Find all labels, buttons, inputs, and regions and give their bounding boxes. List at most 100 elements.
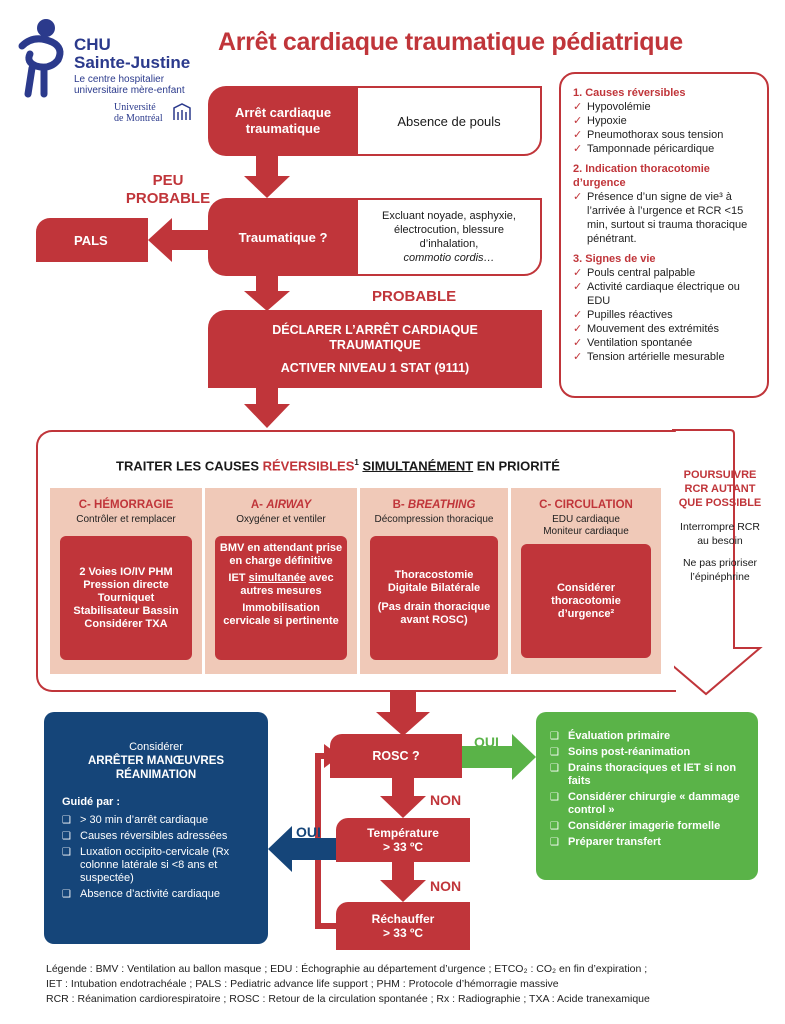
side-t1: Interrompre RCR au besoin [680,521,760,547]
list-item: Préparer transfert [548,836,746,849]
list-item: Tension artérielle mesurable [573,350,759,364]
list-item: Considérer imagerie formelle [548,820,746,833]
stop-pre: Considérer [129,741,183,753]
col-box: Thoracostomie Digitale Bilatérale (Pas d… [370,536,498,660]
logo-tagline2: universitaire mère-enfant [74,85,185,96]
arrow-pals-head [148,218,172,262]
start-desc-box: Absence de pouls [356,86,542,156]
col-sub: Décompression thoracique [374,514,494,525]
arrow-rosc-shaft [390,692,416,714]
pals-box: PALS [36,218,148,262]
post-rosc-box: Évaluation primaire Soins post-réanimati… [536,712,758,880]
causes-panel: 1. Causes réversibles Hypovolémie Hypoxi… [559,72,769,398]
arrow-3-head [244,404,290,428]
list-item: > 30 min d’arrêt cardiaque [60,814,256,827]
legend-line2: IET : Intubation endotrachéale ; PALS : … [46,978,559,990]
airway-box3: Immobilisation cervicale si pertinente [223,602,339,627]
list-item: Drains thoraciques et IET si non faits [548,762,746,788]
list-item: Pneumothorax sous tension [573,128,759,142]
treat-title-d: EN PRIORITÉ [473,458,560,474]
trauma-box: Traumatique ? [208,198,358,276]
arrow-pals-shaft [170,230,210,250]
temp-box: Température > 33 ºC [336,818,470,862]
warm-line2: > 33 ºC [382,926,424,940]
treat-title: TRAITER LES CAUSES RÉVERSIBLES1 SIMULTAN… [116,458,560,473]
breathing-box2: (Pas drain thoracique avant ROSC) [377,601,491,626]
causes-h1: 1. Causes réversibles [573,87,686,99]
udem-logo: Université de Montréal [114,102,204,124]
col-box: Considérer thoracotomie d’urgence² [521,544,651,658]
col-airway: A- AIRWAY Oxygéner et ventiler BMV en at… [205,488,357,674]
causes-h3: 3. Signes de vie [573,253,656,265]
arrow-oui2-shaft [290,838,336,860]
airway-box2a: IET [228,572,249,584]
peu-label: PEU [152,172,184,189]
col-sub: Contrôler et remplacer [76,514,176,525]
trauma-desc-box: Excluant noyade, asphyxie, électrocution… [356,198,542,276]
arrow-rosc-head [376,712,430,736]
stop-list: > 30 min d’arrêt cardiaque Causes révers… [60,814,256,901]
list-item: Pouls central palpable [573,266,759,280]
airway-box2c: avec autres mesures [240,572,334,597]
udem-line1: Université [114,102,156,113]
rosc-label: ROSC ? [372,749,420,763]
declare-box: DÉCLARER L’ARRÊT CARDIAQUE TRAUMATIQUE A… [208,310,542,388]
col-head-a: B- [392,499,408,511]
col-breathing: B- BREATHING Décompression thoracique Th… [360,488,508,674]
arrow-2-shaft [256,275,278,293]
arrow-2-head [244,291,290,311]
treat-title-c: SIMULTANÉMENT [362,458,474,474]
non-label-1: NON [430,792,462,808]
start-label: Arrêt cardiaque traumatique [234,105,332,136]
col-sub2: Moniteur cardiaque [543,526,629,537]
logo-name1: CHU [74,35,111,54]
arrow-non2-shaft [392,862,414,882]
list-item: Évaluation primaire [548,730,746,743]
arrow-non1-shaft [392,778,414,798]
arrow-non2-head [380,880,426,902]
col-head: B- BREATHING [370,498,498,512]
warm-line1: Réchauffer [371,912,435,926]
col-sub: Oxygéner et ventiler [236,514,326,525]
declare-line2: ACTIVER NIVEAU 1 STAT (9111) [280,360,470,375]
side-head: POURSUIVRE RCR AUTANT QUE POSSIBLE [678,469,762,509]
declare-line1: DÉCLARER L’ARRÊT CARDIAQUE TRAUMATIQUE [272,322,478,352]
trauma-label: Traumatique ? [238,229,328,245]
chu-logo: CHU Sainte-Justine Le centre hospitalier… [14,18,204,128]
list-item: Luxation occipito-cervicale (Rx colonne … [60,846,256,885]
airway-box2b: simultanée [248,572,307,584]
list-item: Activité cardiaque électrique ou EDU [573,280,759,308]
panel-right-cover [672,432,674,690]
stop-box: Considérer ARRÊTER MANŒUVRES RÉANIMATION… [44,712,268,944]
start-box: Arrêt cardiaque traumatique [208,86,358,156]
guided-label: Guidé par : [62,796,121,808]
col-sub1: EDU cardiaque [552,514,620,525]
probable-upper-label: PROBABLE [125,190,211,207]
list-item: Hypovolémie [573,100,759,114]
arrow-1-shaft [256,156,278,178]
side-t2: Ne pas prioriser l’épinéphrine [682,557,758,583]
temp-line2: > 33 ºC [382,840,424,854]
legend-line1: Légende : BMV : Ventilation au ballon ma… [46,963,648,975]
trauma-desc1: Excluant noyade, asphyxie, électrocution… [382,210,516,250]
col-hemorrhage: C- HÉMORRAGIE Contrôler et remplacer 2 V… [50,488,202,674]
side-arrow-shape [672,429,763,696]
arrow-oui2-head [268,826,292,872]
causes-list1: Hypovolémie Hypoxie Pneumothorax sous te… [573,100,759,156]
list-item: Tamponnade péricardique [573,142,759,156]
udem-emblem-icon [173,103,191,120]
probable-label: PROBABLE [372,288,457,305]
side-text: POURSUIVRE RCR AUTANT QUE POSSIBLE Inter… [676,468,764,584]
causes-list3: Pouls central palpable Activité cardiaqu… [573,266,759,364]
arrow-non1-head [380,796,426,818]
oui-label-2: OUI [296,824,321,840]
temp-line1: Température [367,826,439,840]
col-head-a: A- [250,499,267,511]
page-title: Arrêt cardiaque traumatique pédiatrique [218,28,683,56]
treat-title-a: TRAITER LES CAUSES [116,458,263,474]
col-box: BMV en attendant prise en charge définit… [215,536,347,660]
chu-logo-icon [18,19,64,98]
airway-box1: BMV en attendant prise en charge définit… [219,542,343,567]
warm-box: Réchauffer > 33 ºC [336,902,470,950]
logo-tagline1: Le centre hospitalier [74,74,165,85]
